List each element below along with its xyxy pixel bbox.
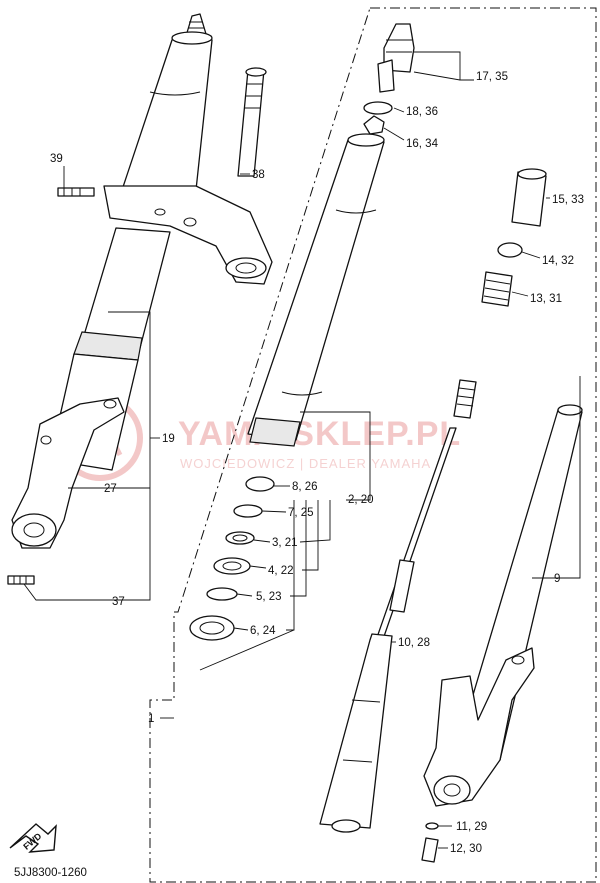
callout-8-26: 8, 26 (292, 481, 318, 493)
callout-7-25: 7, 25 (288, 507, 314, 519)
dust-seal (189, 615, 235, 641)
right-leaders (160, 51, 581, 849)
exploded-parts (189, 23, 583, 863)
fork-spring (481, 271, 513, 307)
left-leaders (23, 166, 250, 601)
callout-27: 27 (104, 483, 117, 495)
callout-18-36: 18, 36 (406, 106, 438, 118)
callout-9: 9 (554, 573, 560, 585)
inner-tube (247, 136, 385, 441)
axle-pinch-bolt (7, 575, 35, 585)
exploded-view-boundary (149, 7, 597, 883)
washer (225, 531, 255, 545)
callout-10-28: 10, 28 (398, 637, 430, 649)
callout-17-35: 17, 35 (476, 71, 508, 83)
callout-6-24: 6, 24 (250, 625, 276, 637)
diagram-code: 5JJ8300-1260 (14, 867, 87, 879)
under-bracket (103, 185, 273, 285)
callout-1: 1 (148, 713, 154, 725)
callout-11-29: 11, 29 (456, 821, 487, 833)
o-ring (363, 101, 393, 115)
pinch-bolt (57, 187, 95, 197)
callouts: 17, 35 18, 36 16, 34 15, 33 14, 32 13, 3… (50, 71, 584, 855)
callout-37: 37 (112, 596, 125, 608)
callout-19: 19 (162, 433, 175, 445)
locknut (363, 115, 385, 135)
oil-seal (213, 557, 251, 575)
left-axle-bracket (11, 397, 125, 549)
callout-12-30: 12, 30 (450, 843, 482, 855)
watermark: YAMA-SKLEP.PL WOJCIEDOWICZ | DEALER YAMA… (57, 395, 461, 481)
left-inner-tube (121, 33, 213, 191)
axle-bracket (423, 647, 535, 807)
damper-bolt (421, 837, 439, 863)
callout-15-33: 15, 33 (552, 194, 584, 206)
fwd-direction-badge: FWD (9, 823, 57, 853)
spring-seat (497, 242, 523, 258)
callout-16-34: 16, 34 (406, 138, 439, 150)
gasket (425, 822, 439, 830)
watermark-subtitle: WOJCIEDOWICZ | DEALER YAMAHA (180, 456, 431, 471)
callout-39: 39 (50, 153, 63, 165)
spacer (511, 171, 547, 227)
callout-3-21: 3, 21 (272, 537, 298, 549)
oil-seal-clip (206, 587, 238, 601)
callout-14-32: 14, 32 (542, 255, 574, 267)
watermark-title: YAMA-SKLEP.PL (178, 415, 461, 453)
left-outer-tube (81, 227, 171, 349)
piston-metal (233, 504, 263, 518)
callout-5-23: 5, 23 (256, 591, 282, 603)
callout-13-31: 13, 31 (530, 293, 562, 305)
assembled-fork (7, 13, 273, 585)
slide-bushing (245, 476, 275, 492)
steering-stem (237, 69, 265, 177)
callout-38: 38 (252, 169, 265, 181)
callout-4-22: 4, 22 (268, 565, 294, 577)
callout-2-20: 2, 20 (348, 494, 374, 506)
